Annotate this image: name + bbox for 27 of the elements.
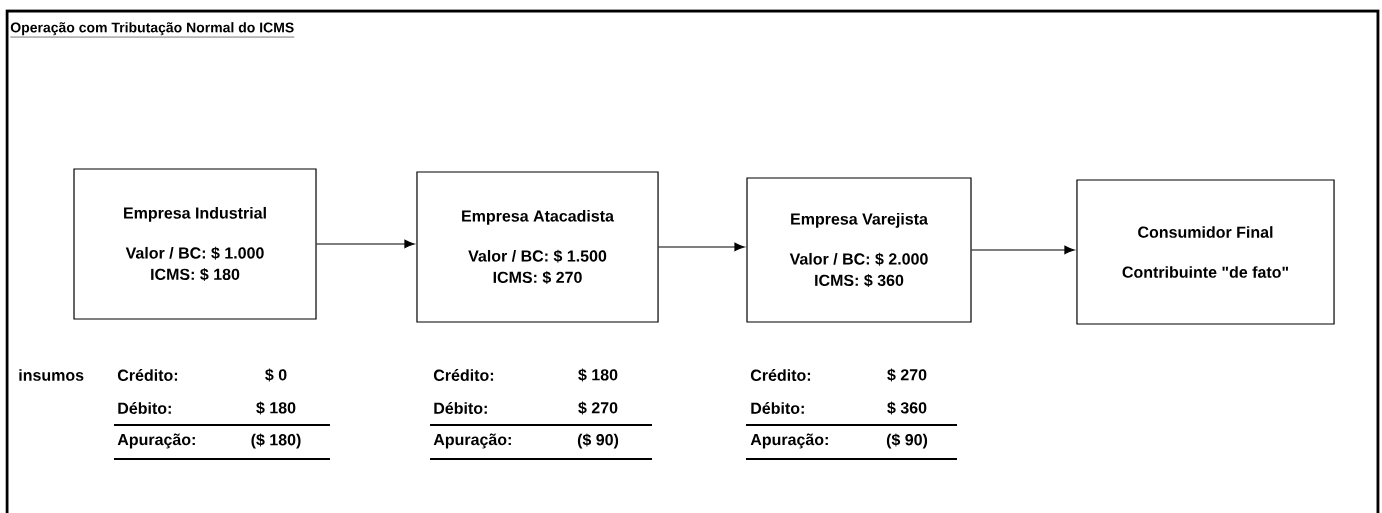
row-label: Crédito: (117, 369, 178, 381)
amount: ($ 90) (577, 433, 619, 449)
row-label: Apuração: (750, 433, 828, 449)
row-label: insumos (19, 369, 84, 381)
amount: $ 270 (887, 368, 927, 382)
amount: $ 0 (265, 368, 287, 382)
amount: $ 270 (578, 401, 618, 415)
row-label: Crédito: (750, 369, 811, 381)
process-box: Consumidor Final Contribuinte "de fato" (1076, 179, 1335, 325)
row-label: Débito: (751, 402, 804, 414)
row-label: Apuração: (433, 433, 511, 449)
amount: ($ 180) (251, 433, 301, 449)
process-box: Empresa Varejista Valor / BC: $ 2.000 ICMS: $ 360 (746, 177, 972, 323)
arrow (316, 239, 415, 249)
amount: $ 180 (256, 401, 296, 415)
arrow (658, 242, 745, 252)
arrow (971, 245, 1075, 255)
row-label: Apuração: (117, 433, 195, 449)
row-label: Débito: (434, 402, 487, 414)
row-label: Crédito: (433, 369, 494, 381)
title: Operação com Tributação Normal do ICMS (10, 22, 295, 38)
amount: ($ 90) (886, 433, 928, 449)
process-box: Empresa Industrial Valor / BC: $ 1.000 ICMS: $ 180 (73, 168, 317, 320)
process-box: Empresa Atacadista Valor / BC: $ 1.500 ICMS: $ 270 (416, 171, 659, 323)
row-label: Débito: (118, 402, 171, 414)
amount: $ 360 (887, 401, 927, 415)
amount: $ 180 (578, 368, 618, 382)
